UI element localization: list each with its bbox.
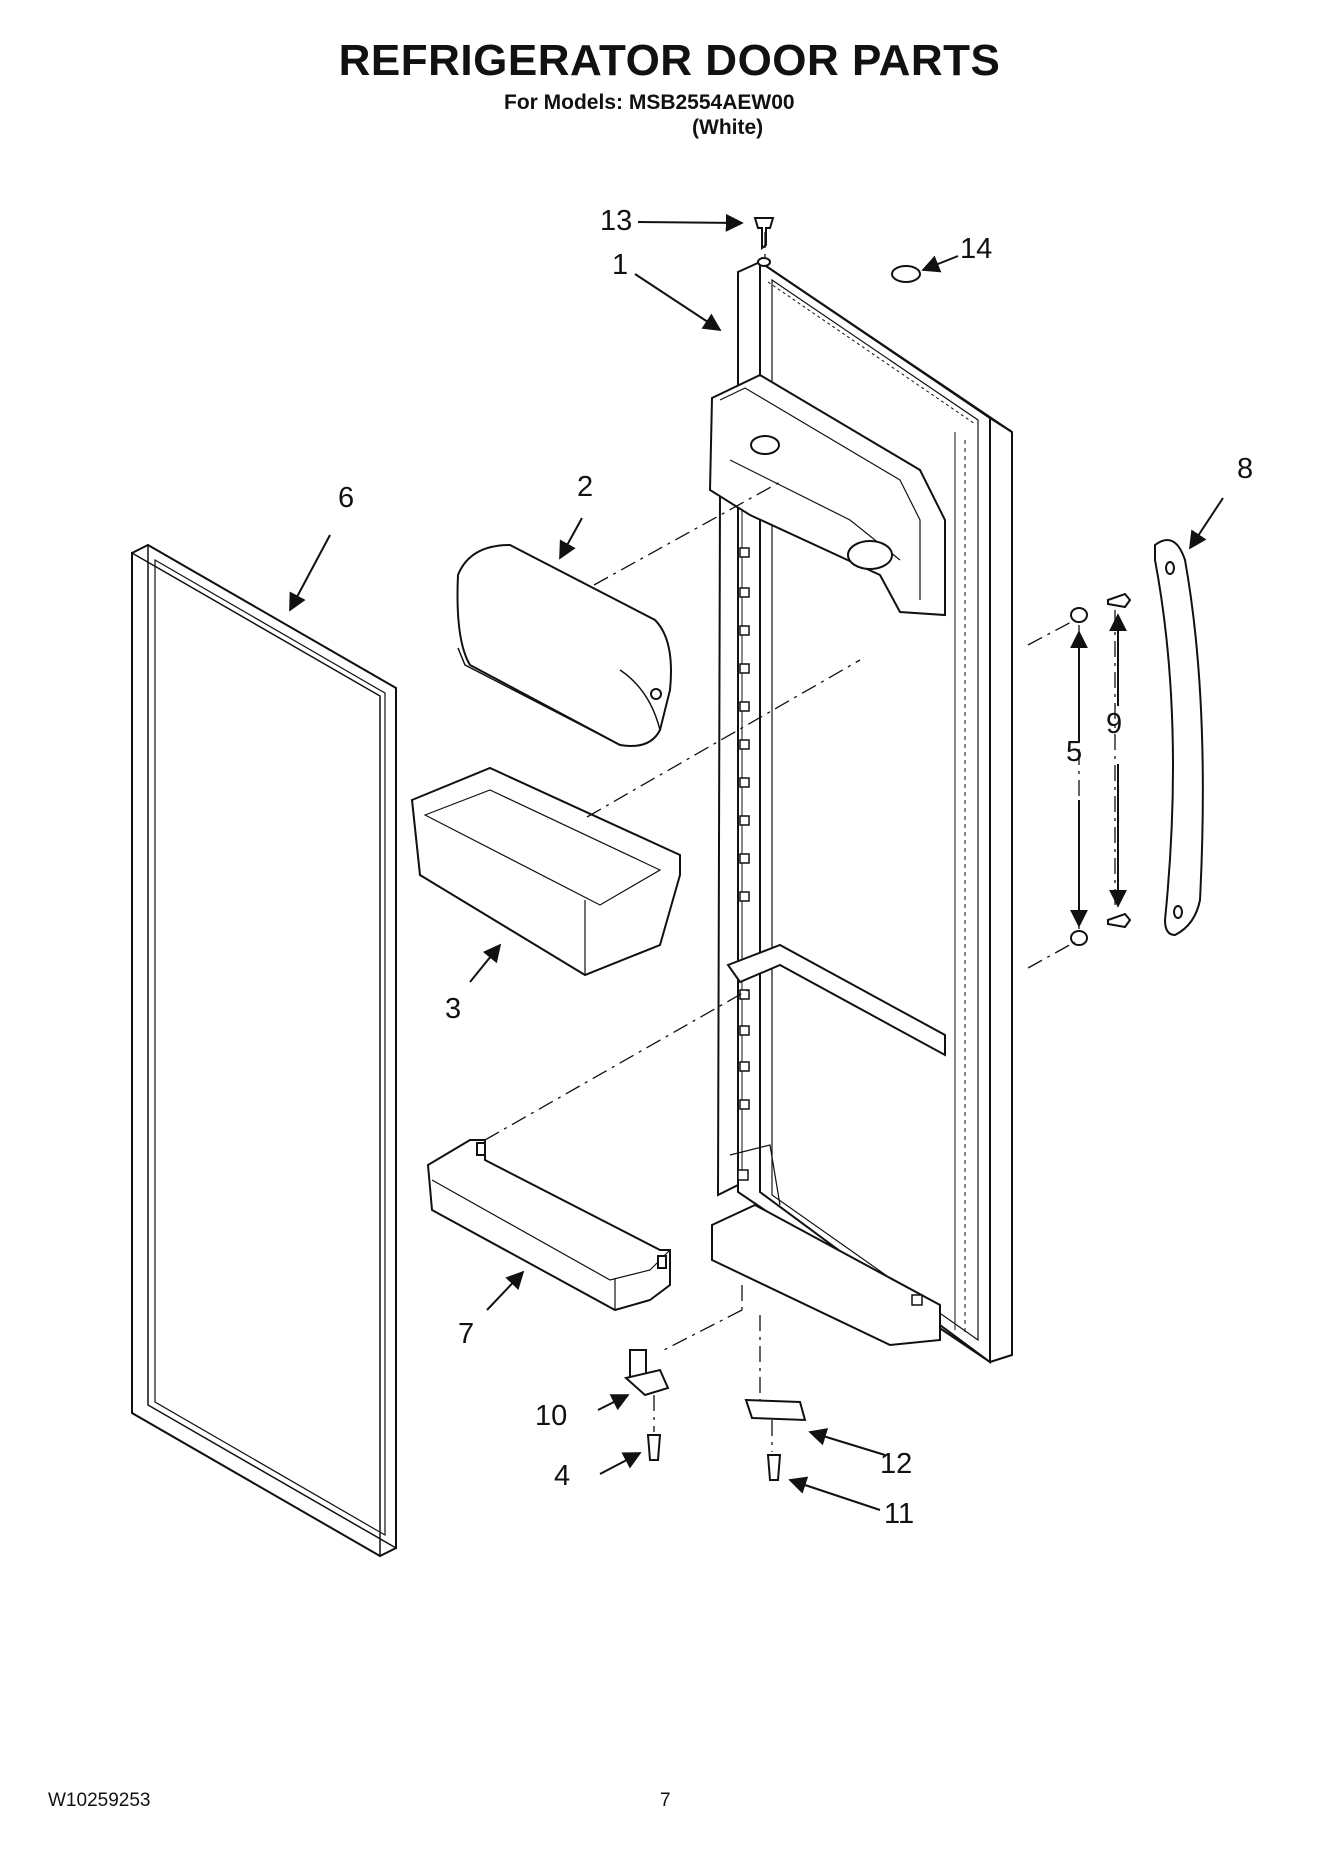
models-line: For Models: MSB2554AEW00 [504, 91, 795, 114]
door-bin [410, 766, 681, 977]
callout-11: 11 [884, 1498, 915, 1530]
callout-12: 12 [880, 1448, 913, 1480]
callout-9: 9 [1106, 708, 1123, 740]
callout-5: 5 [1066, 736, 1083, 768]
callout-6: 6 [338, 482, 355, 514]
callout-2: 2 [577, 471, 594, 503]
top-fasteners [753, 217, 921, 283]
callout-10: 10 [535, 1400, 568, 1432]
door-liner [708, 257, 1013, 1364]
bottom-bin [426, 1139, 671, 1312]
document-number: W10259253 [48, 1790, 151, 1811]
callout-7: 7 [458, 1318, 475, 1350]
trim-fasteners [1070, 592, 1132, 946]
door-gasket [131, 543, 397, 1558]
callout-14: 14 [960, 233, 993, 265]
callout-3: 3 [445, 993, 462, 1025]
callout-1: 1 [612, 249, 629, 281]
callout-4: 4 [554, 1460, 571, 1492]
page-number: 7 [660, 1790, 671, 1811]
hinge-parts [623, 1349, 807, 1481]
callout-13: 13 [600, 205, 633, 237]
color-variant: (White) [692, 116, 764, 139]
handle-trim [1154, 539, 1204, 937]
callout-8: 8 [1237, 453, 1254, 485]
dispenser-cover [456, 543, 672, 747]
page-title: REFRIGERATOR DOOR PARTS [338, 36, 1001, 85]
